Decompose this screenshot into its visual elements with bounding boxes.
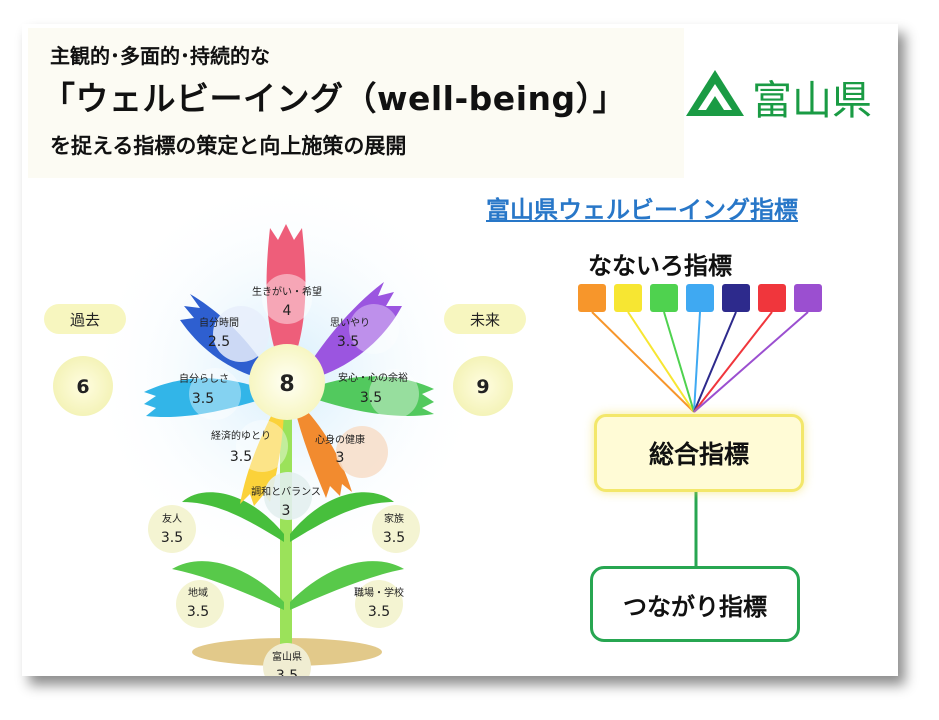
petal-0-value: 4 [283,303,292,319]
petal-6-value: 3.5 [192,391,214,407]
leaf-upper-left [182,492,284,542]
leaf-0-label: 友人 [162,512,182,525]
petal-top [266,224,306,376]
leaf-3-label: 職場・学校 [354,586,404,599]
title-line-3: を捉える指標の策定と向上施策の展開 [50,134,407,158]
slide: 主観的･多面的･持続的な 「ウェルビーイング（well-being）」 を捉える… [22,24,898,676]
future-circle [453,356,513,416]
petal-5-label: 経済的ゆとり [211,429,271,442]
petal-5-value: 3.5 [230,449,252,465]
petal-7-value: 2.5 [208,334,230,350]
swatch-orange [578,284,606,312]
petal-3-value: 3 [336,450,345,466]
petal-6-label: 自分らしさ [179,372,229,385]
toyama-logo: 富山県 [682,64,892,124]
leaf-1-value: 3.5 [383,530,405,546]
petal-1-value: 3.5 [337,334,359,350]
future-value: 9 [476,376,489,398]
nanairo-label: なないろ指標 [588,252,732,280]
leaf-upper-right [290,492,394,542]
wellbeing-flower: 8 過去 6 未来 9 生きがい・希望 4 思いやり 3.5 安心・心の余裕 3… [44,184,526,676]
past-label-pill [44,304,126,334]
leaf-3-value: 3.5 [368,604,390,620]
center-circle [249,344,325,420]
leaf-lower-right [290,561,404,610]
swatch-red [758,284,786,312]
petal-lower-right [294,402,352,498]
title-line-2: 「ウェルビーイング（well-being）」 [42,79,627,118]
petal-3-label: 心身の健康 [315,433,365,446]
sogo-index-box: 総合指標 [594,414,804,492]
petal-1-label: 思いやり [330,317,370,329]
leaf-4-label: 富山県 [272,650,302,663]
title-line-1: 主観的･多面的･持続的な [50,44,270,68]
petal-left [144,378,266,418]
petal-2-value: 3.5 [360,390,382,406]
future-label-pill [444,304,526,334]
tsunagari-index-box: つながり指標 [590,566,800,642]
connector-lines [591,311,809,566]
swatch-green [650,284,678,312]
past-value: 6 [76,376,89,398]
toyama-mark-icon [686,70,744,116]
petal-upper-right [298,282,402,382]
swatch-navy [722,284,750,312]
swatch-blue [686,284,714,312]
leaf-lower-left [172,561,284,610]
petal-4-label: 調和とバランス [251,485,321,498]
leaf-2-label: 地域 [188,586,208,599]
leaf-2-value: 3.5 [187,604,209,620]
past-circle [53,356,113,416]
logo-text: 富山県 [752,78,872,124]
petal-2-label: 安心・心の余裕 [338,371,408,384]
swatch-yellow [614,284,642,312]
past-label: 過去 [70,311,100,329]
title-box: 主観的･多面的･持続的な 「ウェルビーイング（well-being）」 を捉える… [28,28,684,178]
petal-right [306,376,434,416]
leaf-4-value: 3.5 [276,668,298,676]
petal-0-label: 生きがい・希望 [252,285,322,298]
petal-7-label: 自分時間 [199,316,239,329]
center-value: 8 [279,372,294,397]
leaf-0-value: 3.5 [161,530,183,546]
wellbeing-index-title: 富山県ウェルビーイング指標 [486,196,798,224]
leaf-1-label: 家族 [384,512,404,525]
swatch-purple [794,284,822,312]
petal-4-value: 3 [282,503,291,519]
future-label: 未来 [470,311,500,329]
